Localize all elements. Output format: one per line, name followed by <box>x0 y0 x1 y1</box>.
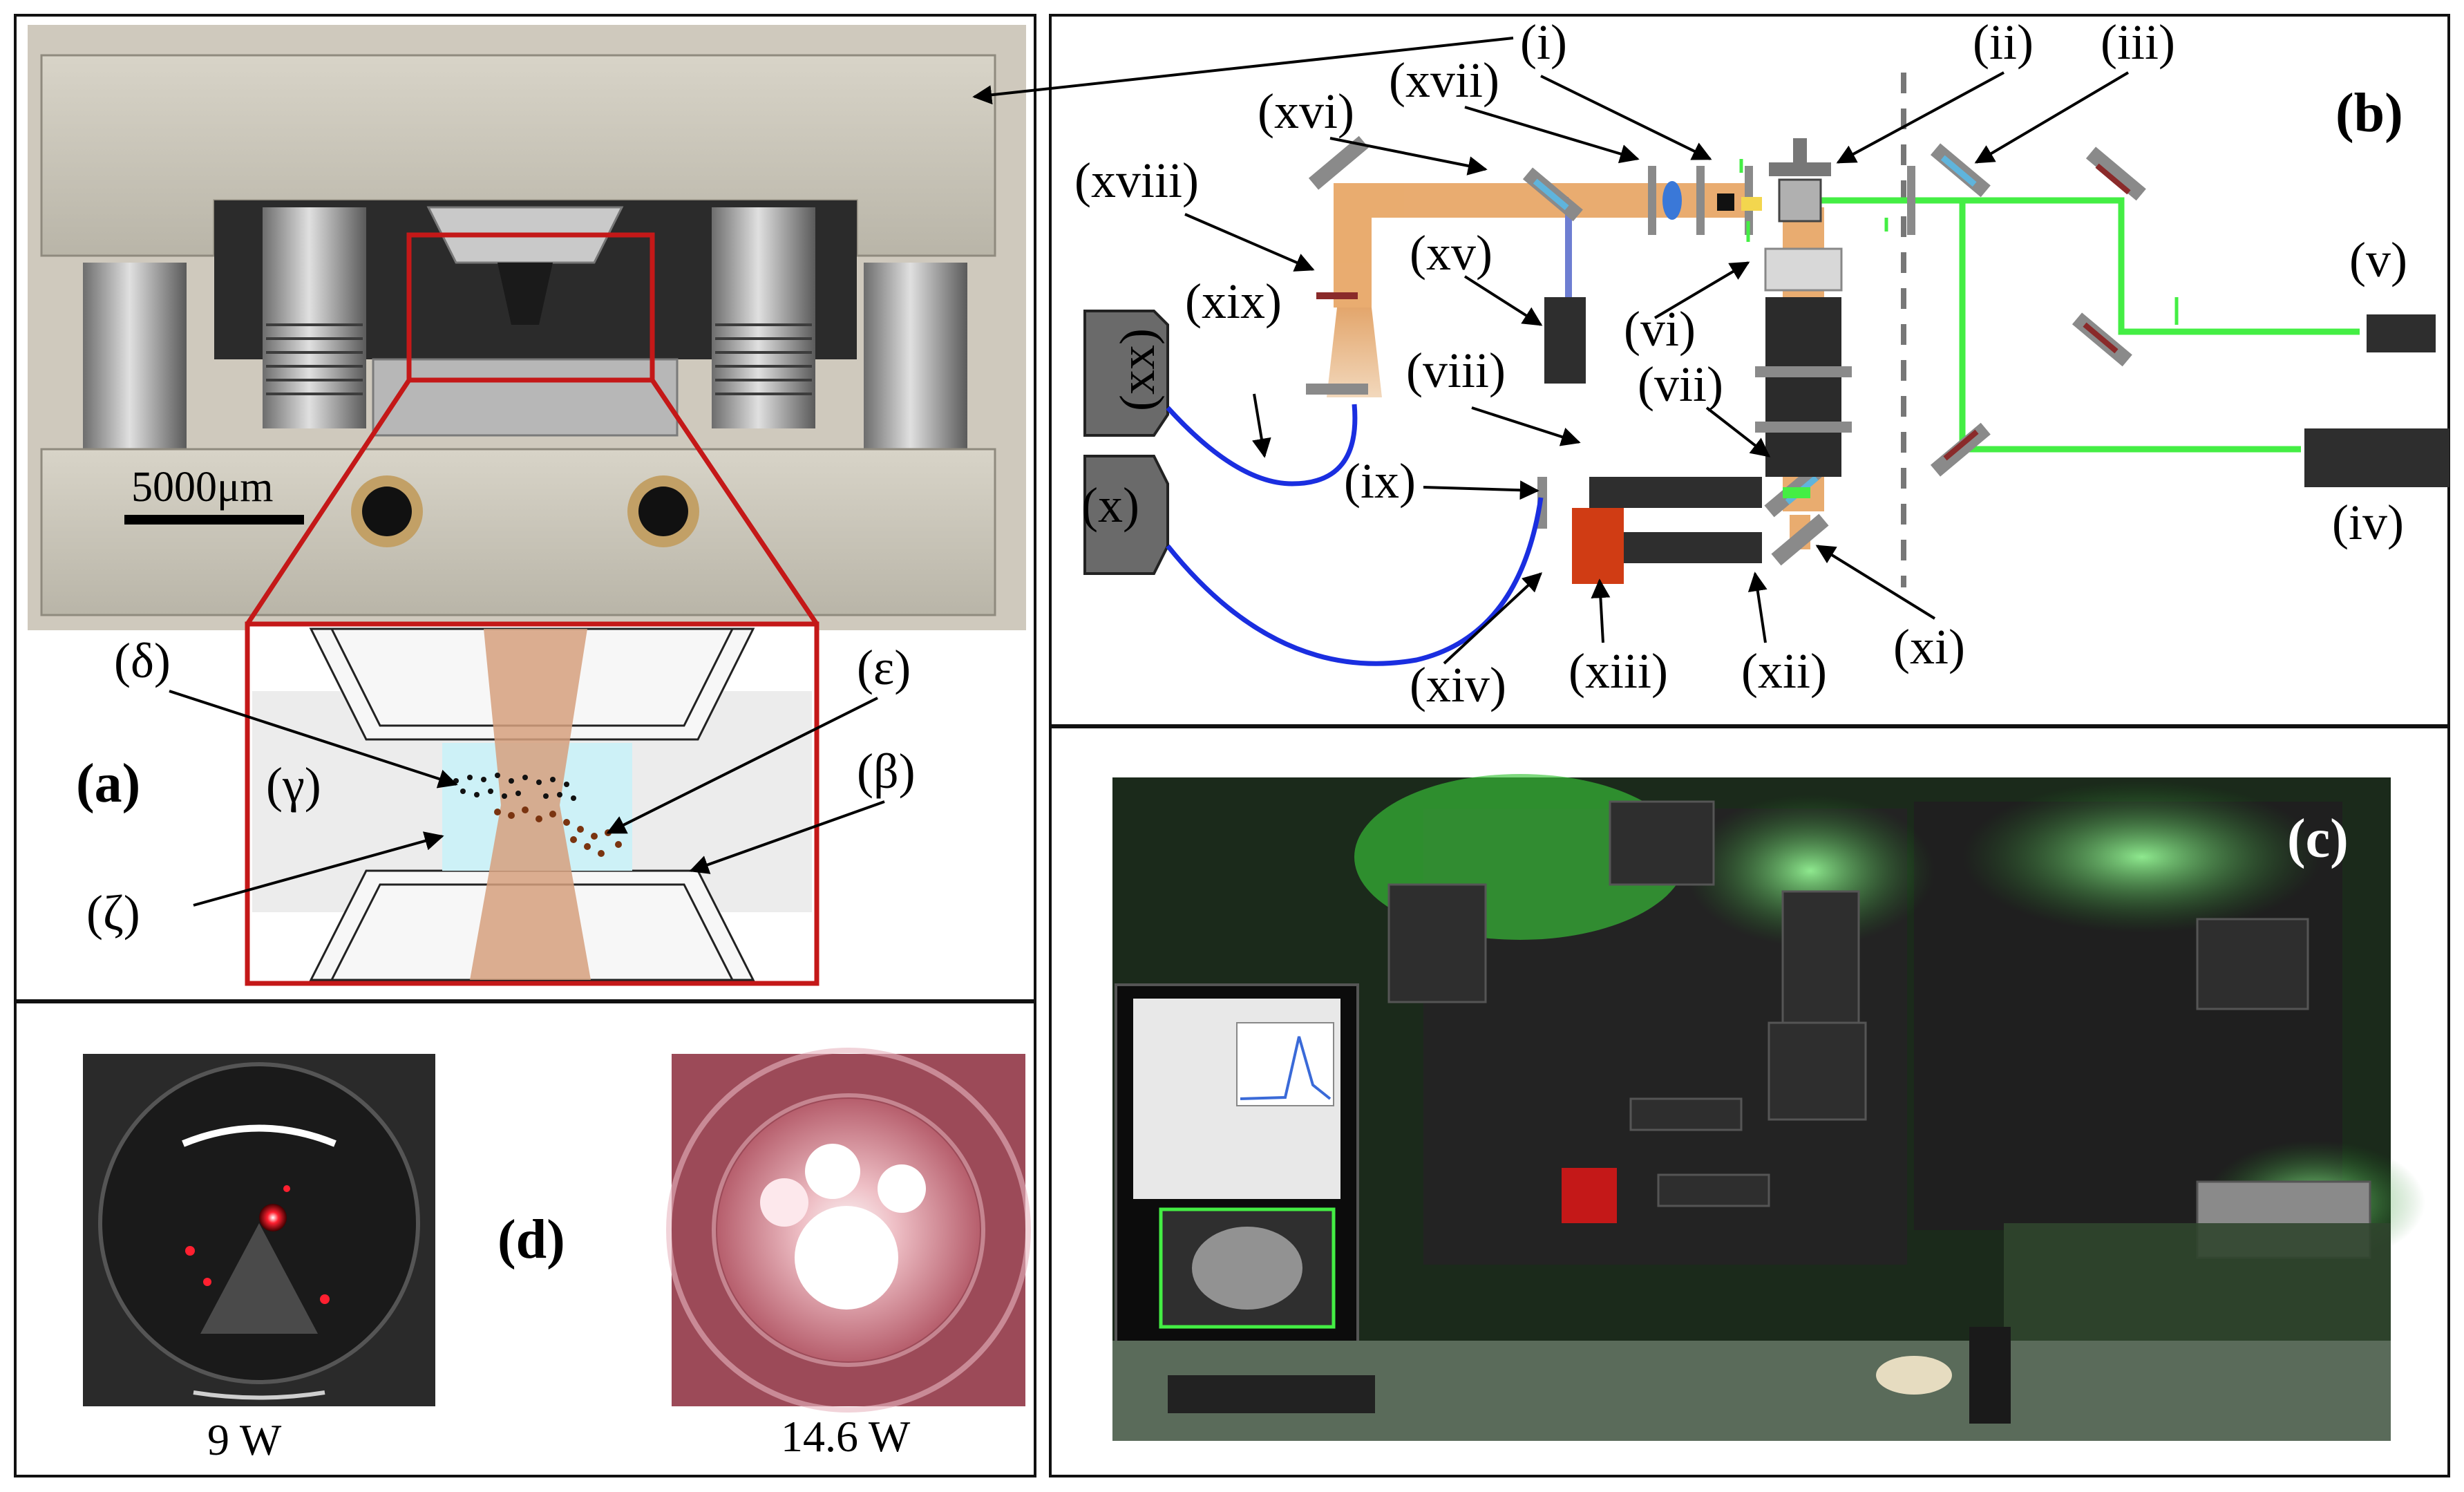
label-xviii: (xviii) <box>1074 153 1199 208</box>
label-beta: (β) <box>857 744 916 799</box>
panel-d-letter: (d) <box>497 1209 565 1270</box>
label-ix: (ix) <box>1344 453 1416 509</box>
label-gamma: (γ) <box>266 757 321 813</box>
lab-photo <box>1112 774 2425 1441</box>
label-ii: (ii) <box>1973 15 2034 70</box>
label-xi: (xi) <box>1893 619 1965 674</box>
diffraction-image-14-6w <box>666 1048 1031 1413</box>
label-zeta: (ζ) <box>86 885 140 941</box>
label-xv: (xv) <box>1410 225 1492 281</box>
diffraction-image-9w <box>83 1054 435 1406</box>
label-x: (x) <box>1081 478 1139 533</box>
label-xvi: (xvi) <box>1258 84 1354 139</box>
label-xiii: (xiii) <box>1569 643 1668 699</box>
label-xix: (xix) <box>1185 274 1282 329</box>
scale-bar-label: 5000μm <box>131 464 273 511</box>
label-viii: (viii) <box>1406 343 1506 398</box>
panel-c-letter: (c) <box>2287 809 2349 869</box>
caption-9w: 9 W <box>207 1415 282 1464</box>
cell-schematic <box>245 621 819 986</box>
caption-14-6w: 14.6 W <box>781 1412 911 1461</box>
label-i: (i) <box>1520 15 1567 70</box>
scale-bar <box>124 515 304 525</box>
label-epsilon: (ε) <box>857 640 911 695</box>
zoom-box <box>406 232 655 383</box>
label-iv: (iv) <box>2332 495 2404 550</box>
label-vi: (vi) <box>1624 301 1696 357</box>
label-xx: (xx) <box>1110 328 1165 411</box>
label-vii: (vii) <box>1638 357 1723 412</box>
panel-a-photo <box>28 25 1026 630</box>
label-delta: (δ) <box>114 633 171 688</box>
optical-schematic <box>1083 73 2449 666</box>
label-iii: (iii) <box>2101 15 2175 70</box>
label-xii: (xii) <box>1741 643 1827 699</box>
panel-a-letter: (a) <box>76 753 140 814</box>
label-v: (v) <box>2349 232 2407 287</box>
label-xiv: (xiv) <box>1410 657 1506 712</box>
panel-b-letter: (b) <box>2335 83 2403 144</box>
label-xvii: (xvii) <box>1389 53 1499 108</box>
